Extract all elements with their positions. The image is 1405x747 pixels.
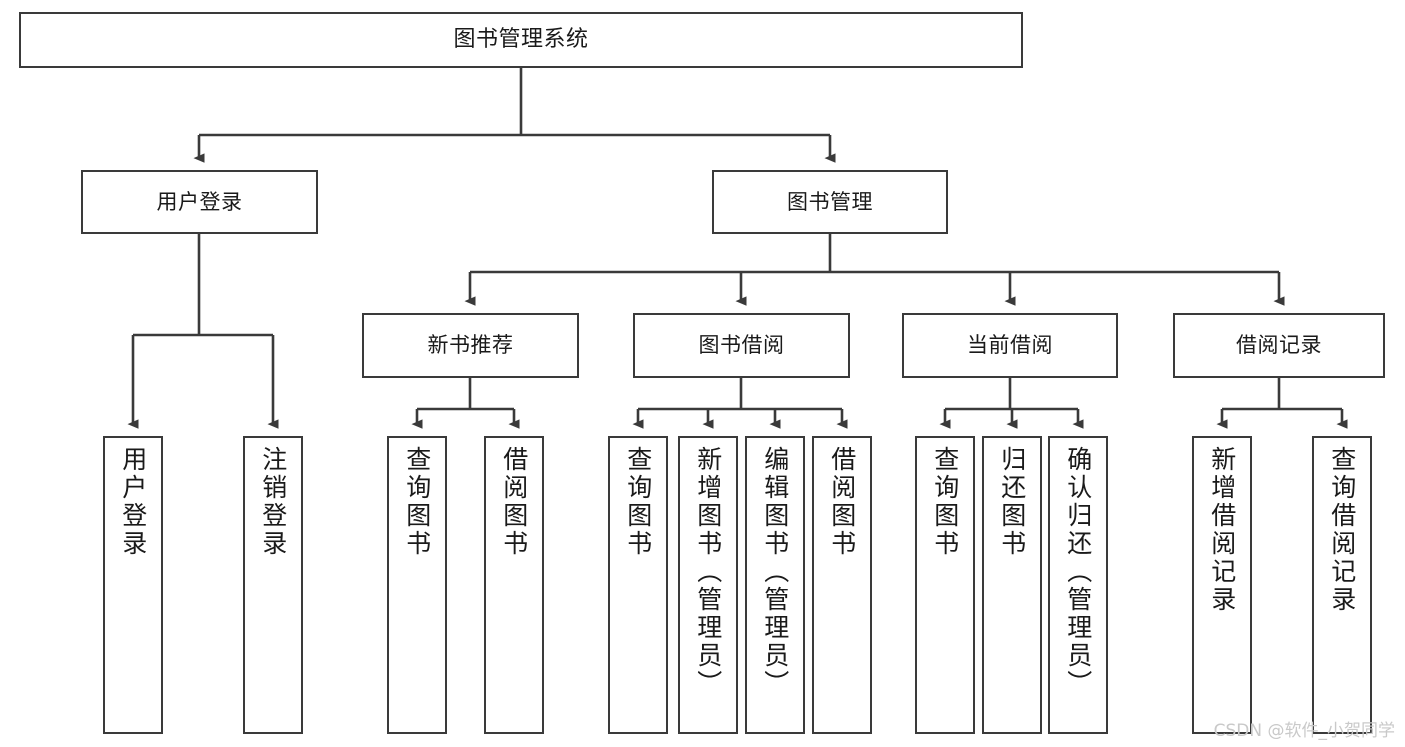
node-label: 注销登录 — [258, 446, 288, 558]
node-label: 查询图书 — [623, 446, 653, 558]
node-label: 新增借阅记录 — [1207, 446, 1237, 614]
leaf-borrow-query-book[interactable]: 查询图书 — [608, 436, 668, 734]
node-label: 查询图书 — [930, 446, 960, 558]
node-label: 当前借阅 — [967, 333, 1053, 358]
leaf-current-query-book[interactable]: 查询图书 — [915, 436, 975, 734]
node-book-management[interactable]: 图书管理 — [712, 170, 948, 234]
leaf-recommend-borrow-book[interactable]: 借阅图书 — [484, 436, 544, 734]
leaf-current-confirm-return[interactable]: 确认归还（管理员） — [1048, 436, 1108, 734]
leaf-borrow-add-book[interactable]: 新增图书（管理员） — [678, 436, 738, 734]
node-root-system[interactable]: 图书管理系统 — [19, 12, 1023, 68]
node-label: 编辑图书（管理员） — [760, 446, 790, 698]
node-label: 借阅图书 — [499, 446, 529, 558]
leaf-current-return-book[interactable]: 归还图书 — [982, 436, 1042, 734]
leaf-record-add-record[interactable]: 新增借阅记录 — [1192, 436, 1252, 734]
node-user-login[interactable]: 用户登录 — [81, 170, 318, 234]
leaf-recommend-query-book[interactable]: 查询图书 — [387, 436, 447, 734]
node-book-borrow[interactable]: 图书借阅 — [633, 313, 850, 378]
leaf-user-login-login[interactable]: 用户登录 — [103, 436, 163, 734]
node-label: 新书推荐 — [427, 333, 514, 358]
leaf-borrow-edit-book[interactable]: 编辑图书（管理员） — [745, 436, 805, 734]
leaf-record-query-record[interactable]: 查询借阅记录 — [1312, 436, 1372, 734]
node-label: 查询借阅记录 — [1327, 446, 1357, 614]
node-label: 查询图书 — [402, 446, 432, 558]
node-label: 用户登录 — [118, 446, 148, 558]
node-label: 新增图书（管理员） — [693, 446, 723, 698]
node-label: 借阅记录 — [1236, 333, 1322, 358]
node-label: 借阅图书 — [827, 446, 857, 558]
node-new-book-recommend[interactable]: 新书推荐 — [362, 313, 579, 378]
watermark: CSDN @软件_小贺同学 — [1213, 721, 1395, 741]
node-label: 图书管理 — [787, 189, 873, 214]
node-label: 确认归还（管理员） — [1063, 446, 1093, 698]
leaf-borrow-borrow-book[interactable]: 借阅图书 — [812, 436, 872, 734]
node-borrow-record[interactable]: 借阅记录 — [1173, 313, 1385, 378]
node-label: 图书管理系统 — [453, 27, 589, 53]
node-label: 用户登录 — [156, 189, 243, 214]
node-label: 图书借阅 — [698, 333, 785, 358]
node-current-borrow[interactable]: 当前借阅 — [902, 313, 1118, 378]
leaf-user-login-logout[interactable]: 注销登录 — [243, 436, 303, 734]
node-label: 归还图书 — [997, 446, 1027, 558]
